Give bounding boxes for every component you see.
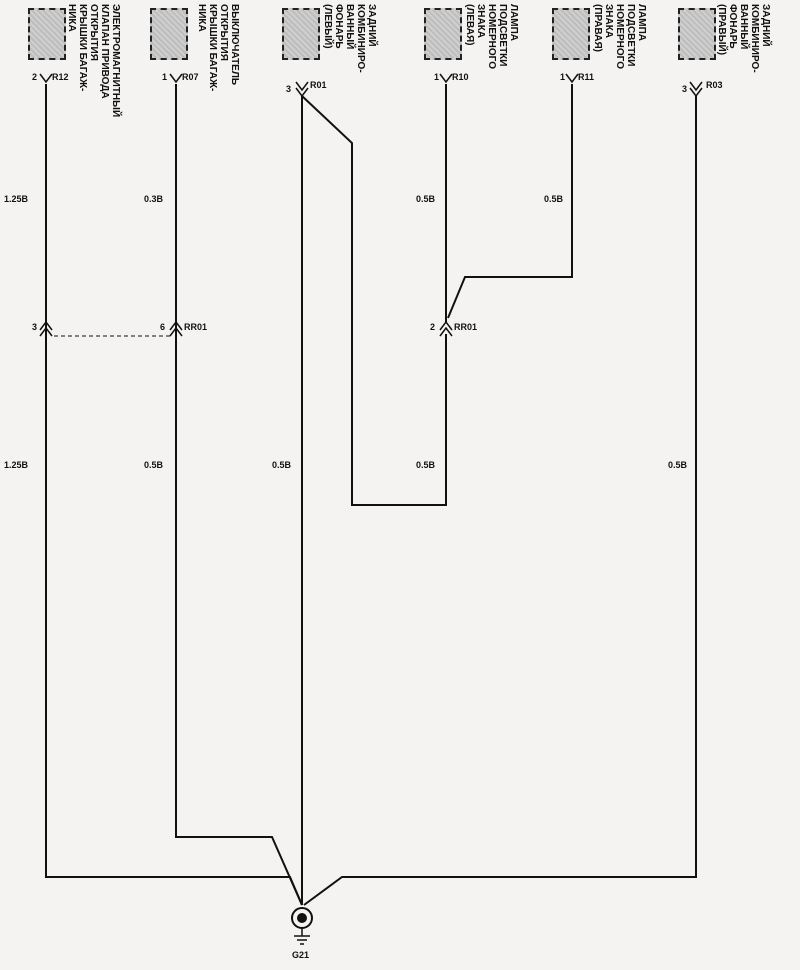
component-r01-box	[282, 8, 320, 60]
component-r07-box	[150, 8, 188, 60]
wire-r07	[175, 84, 303, 906]
component-r03-box	[678, 8, 716, 60]
connector-r07-symbol	[169, 73, 183, 84]
connector-r10-symbol	[439, 73, 453, 84]
component-r03-label: ЗАДНИЙ КОМБИНИРО- ВАННЫЙ ФОНАРЬ (ПРАВЫЙ)	[716, 4, 771, 73]
wire-label-r11-upper: 0.5B	[544, 194, 564, 204]
connector-rr01-left-b-symbol	[169, 320, 183, 337]
rr01-left-pin-a: 3	[32, 322, 38, 332]
component-r12-box	[28, 8, 66, 60]
wire-label-r10-lower: 0.5B	[416, 460, 436, 470]
pin-r07: 1	[162, 72, 168, 82]
rr01-left-label: RR01	[184, 322, 208, 332]
wire-r01-loop	[301, 95, 447, 506]
ground-symbol	[291, 907, 313, 945]
ground-label: G21	[292, 950, 310, 960]
wire-label-r12-upper: 1.25B	[4, 194, 29, 204]
wire-label-r10-upper: 0.5B	[416, 194, 436, 204]
connector-rr01-right-symbol	[439, 320, 453, 337]
wire-r03	[303, 96, 697, 906]
component-r11-label: ЛАМПА ПОДСВЕТКИ НОМЕРНОГО ЗНАКА (ПРАВАЯ)	[592, 4, 647, 69]
connector-r11-code: R11	[578, 72, 595, 82]
wire-r11	[447, 84, 573, 319]
component-r01-label: ЗАДНИЙ КОМБИНИРО- ВАННЫЙ ФОНАРЬ (ЛЕВЫЙ)	[322, 4, 377, 73]
pin-r12: 2	[32, 72, 38, 82]
connector-r12-symbol	[39, 73, 53, 84]
connector-r11-symbol	[565, 73, 579, 84]
pin-r03: 3	[682, 84, 688, 94]
component-r11-box	[552, 8, 590, 60]
connector-r07-code: R07	[182, 72, 199, 82]
connector-r01-symbol	[295, 81, 309, 98]
rr01-left-pin-b: 6	[160, 322, 166, 332]
connector-r03-code: R03	[706, 80, 723, 90]
wire-label-r07-upper: 0.3B	[144, 194, 164, 204]
wire-label-r12-lower: 1.25B	[4, 460, 29, 470]
connector-rr01-left-a-symbol	[39, 320, 53, 337]
wire-label-r07-lower: 0.5B	[144, 460, 164, 470]
connector-r12-code: R12	[52, 72, 69, 82]
wire-label-r03-lower: 0.5B	[668, 460, 688, 470]
component-r12-label: ЭЛЕКТРОМАГНИТНЫЙ КЛАПАН ПРИВОДА ОТКРЫТИЯ…	[66, 4, 121, 118]
wire-r12	[45, 84, 303, 906]
pin-r01: 3	[286, 84, 292, 94]
rr01-right-pin: 2	[430, 322, 436, 332]
connector-r01-code: R01	[310, 80, 327, 90]
pin-r10: 1	[434, 72, 440, 82]
component-r10-label: ЛАМПА ПОДСВЕТКИ НОМЕРНОГО ЗНАКА (ЛЕВАЯ)	[464, 4, 519, 69]
connector-r03-symbol	[689, 81, 703, 98]
component-r07-label: ВЫКЛЮЧАТЕЛЬ ОТКРЫТИЯ КРЫШКИ БАГАЖ- НИКА	[196, 4, 240, 92]
wire-label-r01-lower: 0.5B	[272, 460, 292, 470]
connector-r10-code: R10	[452, 72, 469, 82]
pin-r11: 1	[560, 72, 566, 82]
rr01-right-label: RR01	[454, 322, 478, 332]
component-r10-box	[424, 8, 462, 60]
